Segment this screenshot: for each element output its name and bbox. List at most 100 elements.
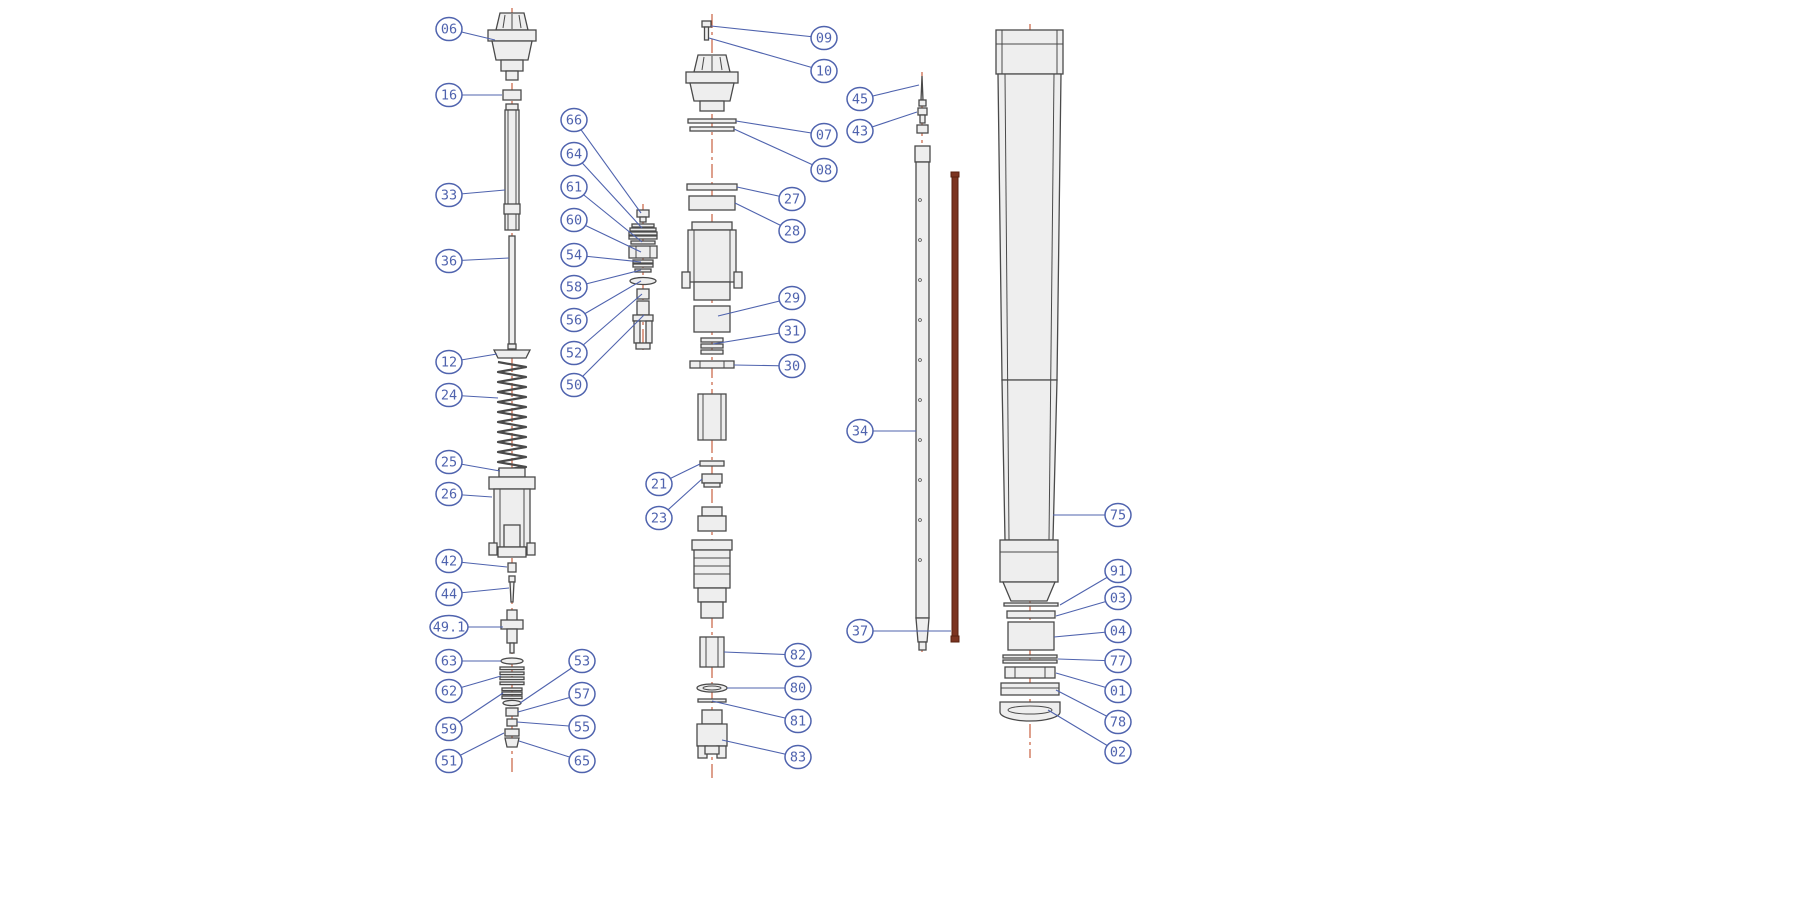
callout-29: 29 — [717, 285, 806, 317]
callout-bubble — [568, 648, 596, 674]
part-06-fork-cap — [487, 12, 537, 81]
callout-bubble — [846, 618, 874, 644]
callout-51: 51 — [435, 732, 505, 774]
callout-62: 62 — [435, 675, 502, 704]
part-58-shim — [634, 268, 652, 273]
callout-label: 27 — [784, 192, 800, 208]
callout-label: 34 — [852, 424, 868, 440]
callout-bubble — [846, 418, 874, 444]
part-24-coil-spring — [496, 360, 528, 472]
callout-81: 81 — [711, 700, 812, 734]
callout-leader-line — [733, 128, 825, 171]
callout-10: 10 — [708, 37, 838, 84]
part-53-washer — [502, 699, 522, 707]
part-cap-middle — [685, 54, 739, 112]
part-04-bushing — [1007, 621, 1055, 651]
callout-label: 01 — [1110, 684, 1126, 700]
part-52-collar — [636, 288, 650, 300]
callout-label: 44 — [441, 587, 457, 603]
callout-bubble — [645, 505, 673, 531]
part-64-shims — [628, 223, 658, 240]
callout-57: 57 — [517, 681, 596, 713]
part-42-stop — [507, 562, 517, 573]
callout-bubble — [1104, 648, 1132, 674]
part-02-dust-seal — [999, 701, 1061, 722]
callout-bubble — [568, 681, 596, 707]
callout-label: 62 — [441, 684, 457, 700]
callout-label: 58 — [566, 280, 582, 296]
callout-37: 37 — [846, 618, 951, 644]
callout-leader-line — [573, 186, 643, 243]
callout-31: 31 — [712, 318, 806, 345]
callout-label: 65 — [574, 754, 590, 770]
callout-label: 51 — [441, 754, 457, 770]
callout-bubble — [435, 349, 463, 375]
callout-01: 01 — [1055, 672, 1132, 704]
callout-bubble — [1104, 739, 1132, 765]
part-62-shim-stack — [499, 666, 525, 686]
callout-59: 59 — [435, 692, 504, 742]
part-26-cartridge — [488, 476, 536, 558]
callout-label: 33 — [441, 188, 457, 204]
callout-43: 43 — [846, 111, 918, 144]
callout-label: 12 — [441, 355, 457, 371]
part-piston-assembly — [691, 539, 733, 619]
part-inner-tube — [697, 393, 727, 441]
callout-leader-line — [711, 700, 799, 722]
callout-34: 34 — [846, 418, 916, 444]
callout-label: 31 — [784, 324, 800, 340]
callout-60: 60 — [560, 207, 642, 253]
part-30-washer — [689, 360, 735, 369]
part-28-ring — [688, 195, 736, 211]
callout-label: 64 — [566, 147, 582, 163]
callout-bubble — [560, 207, 588, 233]
callout-bubble — [784, 744, 812, 770]
callout-label: 82 — [790, 648, 806, 664]
callout-06: 06 — [435, 16, 496, 42]
part-50-fork-piece — [632, 300, 654, 350]
callout-bubble — [784, 642, 812, 668]
callout-label: 25 — [441, 455, 457, 471]
callout-label: 63 — [441, 654, 457, 670]
callout-bubble — [435, 16, 463, 42]
callout-label: 49.1 — [433, 620, 466, 636]
assembly-shim-stack — [628, 204, 658, 354]
callout-54: 54 — [560, 242, 642, 268]
callout-61: 61 — [560, 174, 643, 243]
callout-label: 21 — [651, 477, 667, 493]
part-34-cartridge-tube — [914, 145, 931, 651]
callout-label: 16 — [441, 88, 457, 104]
callout-bubble — [435, 449, 463, 475]
part-01-seal — [1004, 666, 1056, 679]
callout-bubble — [560, 141, 588, 167]
callout-bubble — [435, 548, 463, 574]
callout-65: 65 — [518, 740, 596, 774]
callout-label: 24 — [441, 388, 457, 404]
callout-25: 25 — [435, 449, 501, 475]
part-82-sleeve — [699, 636, 725, 668]
callout-label: 55 — [574, 720, 590, 736]
part-63-washer — [500, 657, 524, 665]
callout-bubble — [1104, 558, 1132, 584]
assembly-damper-rod — [487, 8, 537, 772]
assembly-pushrod — [914, 72, 960, 652]
callout-label: 09 — [816, 31, 832, 47]
callout-leader-line — [573, 119, 642, 214]
callout-label: 43 — [852, 124, 868, 140]
callout-label: 29 — [784, 291, 800, 307]
callout-09: 09 — [710, 25, 838, 51]
callout-bubble — [560, 307, 588, 333]
callout-44: 44 — [435, 581, 510, 607]
callout-leader-line — [735, 120, 825, 136]
callout-label: 03 — [1110, 591, 1126, 607]
callout-bubble — [846, 118, 874, 144]
callout-label: 26 — [441, 487, 457, 503]
callout-91: 91 — [1059, 558, 1132, 606]
callout-leader-line — [573, 314, 645, 386]
callout-bubble — [778, 186, 806, 212]
part-16-spacer — [502, 89, 522, 101]
callout-bubble — [435, 748, 463, 774]
callout-23: 23 — [645, 478, 703, 531]
callout-52: 52 — [560, 293, 643, 366]
callout-80: 80 — [727, 675, 812, 701]
